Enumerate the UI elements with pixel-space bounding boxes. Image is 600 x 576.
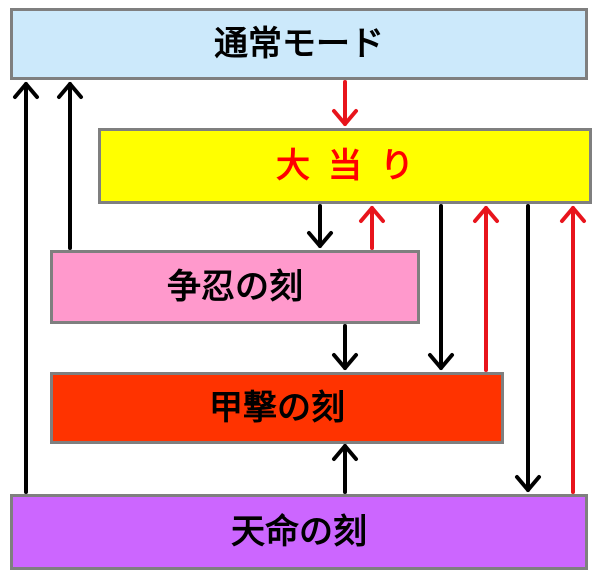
sou-nin-node: 争忍の刻 xyxy=(50,250,420,324)
arrow-ten-mei-to-normal-mode xyxy=(13,82,39,494)
arrow-sou-nin-to-kou-geki xyxy=(332,324,358,370)
arrow-ten-mei-to-kou-geki xyxy=(332,444,358,494)
kou-geki-label: 甲撃の刻 xyxy=(209,388,345,428)
normal-mode-node: 通常モード xyxy=(10,8,588,80)
arrow-jackpot-to-kou-geki xyxy=(428,204,454,370)
arrow-sou-nin-to-normal-mode xyxy=(57,82,83,250)
jackpot-label: 大当り xyxy=(276,146,432,186)
arrow-sou-nin-to-jackpot xyxy=(359,206,385,250)
arrow-kou-geki-to-jackpot xyxy=(473,206,499,372)
arrow-jackpot-to-ten-mei xyxy=(515,204,541,492)
arrow-ten-mei-to-jackpot xyxy=(560,206,586,494)
normal-mode-label: 通常モード xyxy=(214,24,384,64)
jackpot-node: 大当り xyxy=(98,128,592,204)
ten-mei-label: 天命の刻 xyxy=(231,512,367,552)
sou-nin-label: 争忍の刻 xyxy=(167,267,303,307)
arrow-normal-mode-to-jackpot xyxy=(332,80,358,126)
ten-mei-node: 天命の刻 xyxy=(10,494,588,570)
arrow-jackpot-to-sou-nin xyxy=(307,204,333,248)
kou-geki-node: 甲撃の刻 xyxy=(50,372,504,444)
